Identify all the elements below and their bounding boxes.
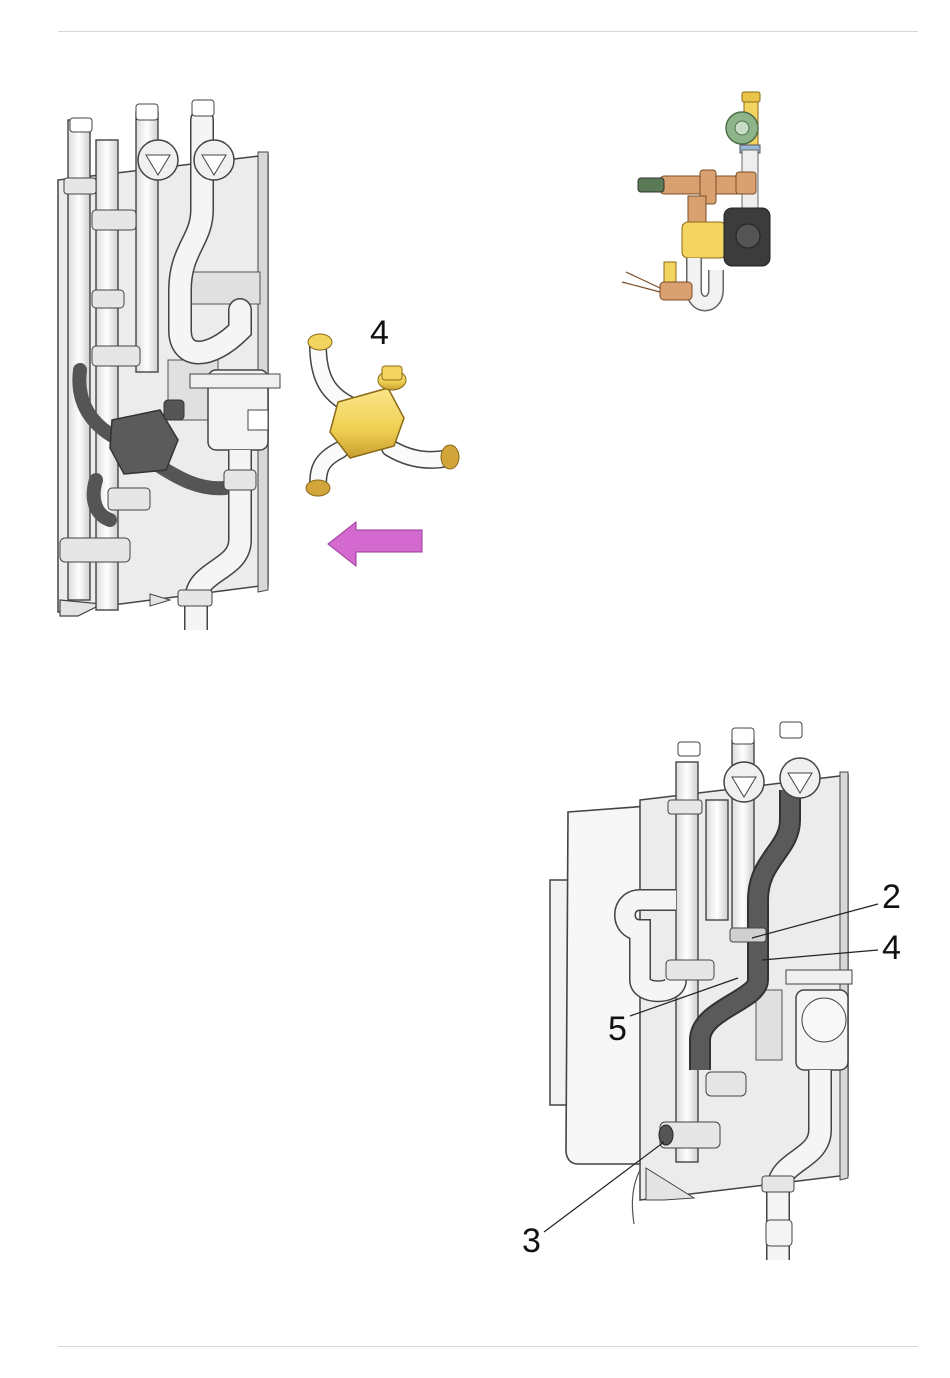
callout-4: 4 [882,931,901,965]
mixing-valve-part [306,334,459,496]
insert-direction-arrow-icon [328,522,422,566]
callout-5: 5 [608,1012,627,1046]
callout-part-4-top: 4 [370,316,389,350]
callout-3: 3 [522,1224,541,1258]
hydraulic-module-left [58,100,280,630]
callout-2: 2 [882,880,901,914]
component-preview [622,92,770,304]
